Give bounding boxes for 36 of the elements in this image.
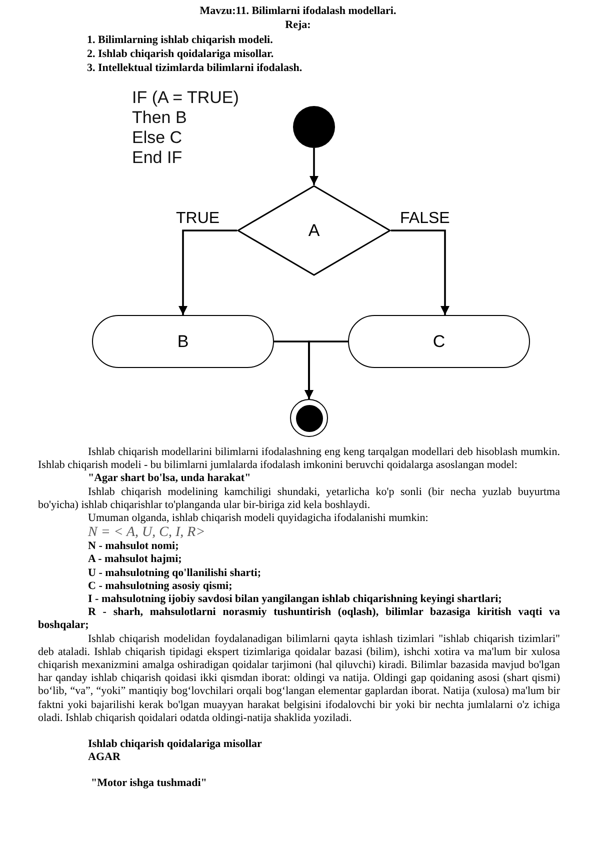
start-node: [293, 106, 335, 148]
action-node: [348, 315, 530, 368]
bold-text: R - sharh, mahsulotlarni norasmiy tushuntirish (oqlash), bilimlar bazasiga kiritish vaqti va boshqalar;: [38, 606, 560, 633]
bold-text: U - mahsulotning qo'llanilishi sharti;: [87, 566, 262, 580]
bold-text: AGAR: [87, 751, 122, 764]
node-label: B: [177, 332, 189, 352]
bold-text: C - mahsulotning asosiy qismi;: [87, 580, 234, 594]
list-item: 3. Intellektual tizimlarda bilimlarni ifodalash.: [87, 62, 302, 75]
bold-text: "Motor ishga tushmadi": [90, 777, 208, 791]
arrow: [310, 148, 318, 185]
code-line: Then B: [132, 108, 187, 127]
paragraph: Umuman olganda, ishlab chiqarish modeli quyidagicha ifodalanishi mumkin:: [87, 512, 430, 526]
formula: N = < A, U, C, I, R>: [87, 525, 206, 540]
list-item: 1. Bilimlarning ishlab chiqarish modeli.: [87, 34, 273, 47]
code-line: End IF: [132, 148, 182, 167]
heading: Reja:: [284, 19, 312, 32]
node-label: C: [432, 332, 446, 352]
end-node: [290, 399, 328, 437]
bold-text: Ishlab chiqarish qoidalariga misollar: [87, 738, 263, 752]
arrow: [304, 340, 348, 399]
decision-diamond: [237, 185, 391, 276]
bold-text: N - mahsulot nomi;: [87, 540, 180, 554]
node-label: A: [308, 220, 320, 240]
code-line: Else C: [132, 128, 182, 147]
page-title: Mavzu:11. Bilimlarni ifodalash modellari.: [198, 5, 398, 18]
arrow: [391, 230, 450, 315]
paragraph: Ishlab chiqarish modelining kamchiligi shundaki, yetarlicha ko'p sonli (bir necha yuzlab buyurtma bo'yicha) ishlab chiqarishlar to'planganda ular bir-biriga zid kela boshlaydi.: [38, 486, 560, 512]
list-item: 2. Ishlab chiqarish qoidalariga misollar.: [87, 48, 274, 61]
bold-text: A - mahsulot hajmi;: [87, 553, 183, 567]
action-node: [92, 315, 274, 368]
arrow: [178, 230, 237, 315]
paragraph: Ishlab chiqarish modelidan foydalanadigan bilimlarni qayta ishlash tizimlari "ishlab chiqarish tizimlari" deb ataladi. Ishlab chiqarish tipidagi ekspert tizimlariga qoidalar bazasi (bilim), ishchi xotira va ma'lum bir xulosa chiqarish mexanizmini amalga oshiradigan qoidalar tarjimoni (hal qiluvchi) kiradi. Bilimlar bazasida mavjud bo'lgan har qanday ishlab chiqarish qoidasi ikki qismdan iborat: oldingi va natija. Oldingi gap qoidaning asosi (shart qismi) bo‘lib, “va”, “yoki” mantiqiy bog‘lovchilari orqali bog‘langan elementar gaplardan iborat. Natija (xulosa) ma'lum bir faktni yoki bajarilishi kerak bo'lgan muayyan harakat belgisini ifodalovchi bir yoki bir nechta jumlalarni o'z ichiga oladi. Ishlab chiqarish qoidalari odatda oldingi-natija shaklida yoziladi.: [38, 632, 560, 726]
paragraph: Ishlab chiqarish modellarini bilimlarni ifodalashning eng keng tarqalgan modellari deb hisoblash mumkin. Ishlab chiqarish modeli - bu bilimlarni jumlalarda ifodalash imkonini beruvchi qoidalarga asoslangan model:: [38, 446, 560, 472]
code-line: IF (A = TRUE): [132, 88, 239, 107]
bold-text: "Agar shart bo'lsa, unda harakat": [87, 472, 252, 486]
bold-text: I - mahsulotning ijobiy savdosi bilan yangilangan ishlab chiqarishning keyingi shartlari;: [87, 593, 503, 606]
